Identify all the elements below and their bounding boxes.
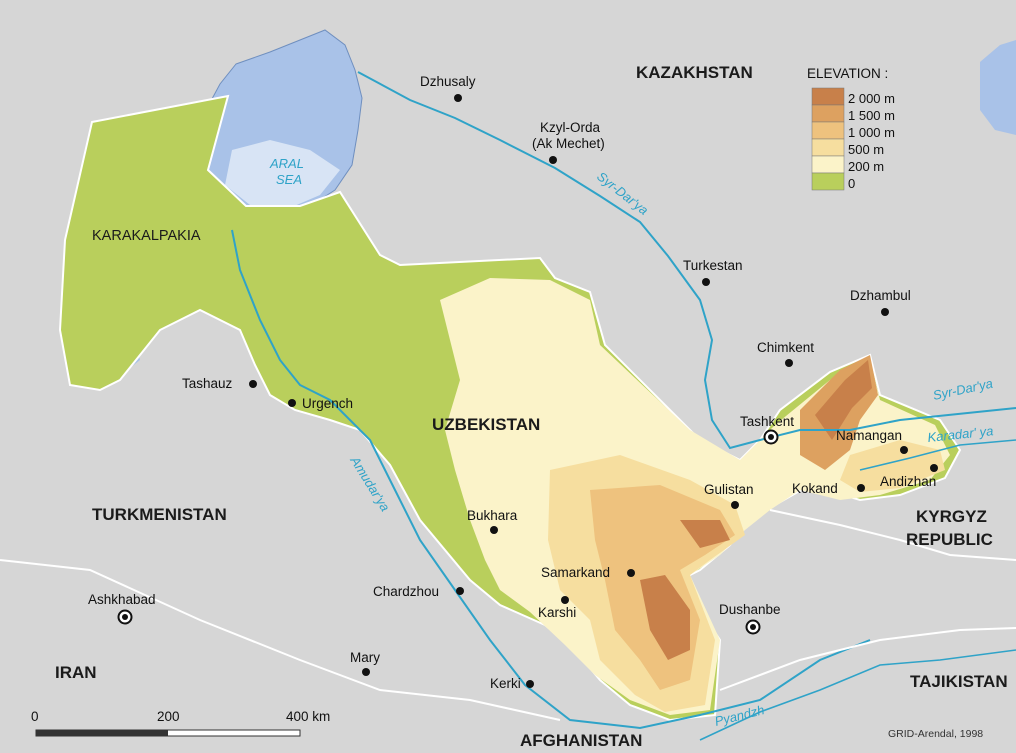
east-lake bbox=[980, 40, 1016, 135]
legend-level-label: 2 000 m bbox=[848, 91, 895, 106]
city-dot-samarkand bbox=[627, 569, 635, 577]
scale-end: 400 km bbox=[286, 709, 330, 724]
label-sea: SEA bbox=[276, 172, 302, 187]
label-kerki: Kerki bbox=[490, 676, 521, 691]
border-turkmenistan-afghanistan bbox=[0, 559, 561, 721]
city-dot-dzhambul bbox=[881, 308, 889, 316]
label-dushanbe: Dushanbe bbox=[719, 602, 781, 617]
label-gulistan: Gulistan bbox=[704, 482, 754, 497]
karadarya-river bbox=[859, 439, 1016, 471]
legend-labels: 2 000 m 1 500 m 1 000 m 500 m 200 m 0 bbox=[848, 91, 895, 191]
legend-swatch bbox=[811, 104, 845, 123]
legend-level-label: 200 m bbox=[848, 159, 884, 174]
legend-title: ELEVATION : bbox=[807, 66, 888, 81]
city-dot-kokand bbox=[857, 484, 865, 492]
amudarya-river bbox=[231, 229, 871, 730]
city-dot-chimkent bbox=[785, 359, 793, 367]
legend-level-label: 500 m bbox=[848, 142, 884, 157]
capital-dot-dushanbe bbox=[750, 624, 756, 630]
city-dot-kerki bbox=[526, 680, 534, 688]
label-iran: IRAN bbox=[55, 663, 97, 682]
ferghana-valley bbox=[840, 440, 945, 492]
city-dot-karshi bbox=[561, 596, 569, 604]
city-dot-namangan bbox=[900, 446, 908, 454]
label-chardzhou: Chardzhou bbox=[373, 584, 439, 599]
ferghana-peaks bbox=[815, 360, 872, 440]
label-turkmenistan: TURKMENISTAN bbox=[92, 505, 227, 524]
label-uzbekistan: UZBEKISTAN bbox=[432, 415, 540, 434]
city-dot-kzylorda bbox=[549, 156, 557, 164]
label-andizhan: Andizhan bbox=[880, 474, 936, 489]
scale-start: 0 bbox=[31, 709, 39, 724]
label-karshi: Karshi bbox=[538, 605, 576, 620]
legend-level-label: 1 000 m bbox=[848, 125, 895, 140]
label-kzylorda-line2: (Ak Mechet) bbox=[532, 136, 605, 151]
label-tajikistan: TAJIKISTAN bbox=[910, 672, 1008, 691]
border-kyrgyz-tajik bbox=[769, 509, 1016, 561]
city-dot-gulistan bbox=[731, 501, 739, 509]
legend-level-label: 1 500 m bbox=[848, 108, 895, 123]
syr-darya-river bbox=[357, 71, 1016, 450]
label-namangan: Namangan bbox=[836, 428, 902, 443]
label-dzhusaly: Dzhusaly bbox=[420, 74, 476, 89]
legend-swatches bbox=[811, 87, 845, 191]
city-dot-tashauz bbox=[249, 380, 257, 388]
label-turkestan: Turkestan bbox=[683, 258, 743, 273]
label-kokand: Kokand bbox=[792, 481, 838, 496]
city-dot-bukhara bbox=[490, 526, 498, 534]
scale-bar: 0 200 400 km bbox=[31, 709, 330, 737]
label-ashkhabad: Ashkhabad bbox=[88, 592, 156, 607]
legend-swatch bbox=[811, 172, 845, 191]
label-chimkent: Chimkent bbox=[757, 340, 814, 355]
label-samarkand: Samarkand bbox=[541, 565, 610, 580]
city-dot-andizhan bbox=[930, 464, 938, 472]
label-karakalpakia: KARAKALPAKIA bbox=[92, 228, 201, 244]
label-kazakhstan: KAZAKHSTAN bbox=[636, 63, 753, 82]
city-dot-chardzhou bbox=[456, 587, 464, 595]
pyandzh-river bbox=[699, 649, 1016, 741]
city-dot-dzhusaly bbox=[454, 94, 462, 102]
label-aral: ARAL bbox=[269, 156, 304, 171]
legend-swatch bbox=[811, 121, 845, 140]
label-urgench: Urgench bbox=[302, 396, 353, 411]
scale-mid: 200 bbox=[157, 709, 180, 724]
label-kzylorda-line1: Kzyl-Orda bbox=[540, 120, 601, 135]
uzbekistan-hills-high bbox=[640, 520, 730, 660]
label-tashauz: Tashauz bbox=[182, 376, 233, 391]
label-tashkent: Tashkent bbox=[740, 414, 794, 429]
label-mary: Mary bbox=[350, 650, 380, 665]
label-dzhambul: Dzhambul bbox=[850, 288, 911, 303]
legend-swatch bbox=[811, 87, 845, 106]
capital-dot-ashkhabad bbox=[122, 614, 128, 620]
border-tajik-afghanistan bbox=[719, 627, 1016, 691]
label-karadarya: Karadar' ya bbox=[927, 423, 994, 445]
legend-level-label: 0 bbox=[848, 176, 855, 191]
aral-sea-shading bbox=[225, 140, 340, 210]
credit: GRID-Arendal, 1998 bbox=[888, 728, 983, 740]
legend-swatch bbox=[811, 138, 845, 157]
label-kyrgyz-line1: KYRGYZ bbox=[916, 507, 987, 526]
label-kyrgyz-line2: REPUBLIC bbox=[906, 530, 993, 549]
label-bukhara: Bukhara bbox=[467, 508, 518, 523]
label-afghanistan: AFGHANISTAN bbox=[520, 731, 642, 750]
elevation-legend: ELEVATION : 2 000 m 1 500 m 1 000 m 500 m 20… bbox=[807, 66, 895, 191]
city-dot-urgench bbox=[288, 399, 296, 407]
city-dot-mary bbox=[362, 668, 370, 676]
city-dot-turkestan bbox=[702, 278, 710, 286]
capital-dot-tashkent bbox=[768, 434, 774, 440]
legend-swatch bbox=[811, 155, 845, 174]
